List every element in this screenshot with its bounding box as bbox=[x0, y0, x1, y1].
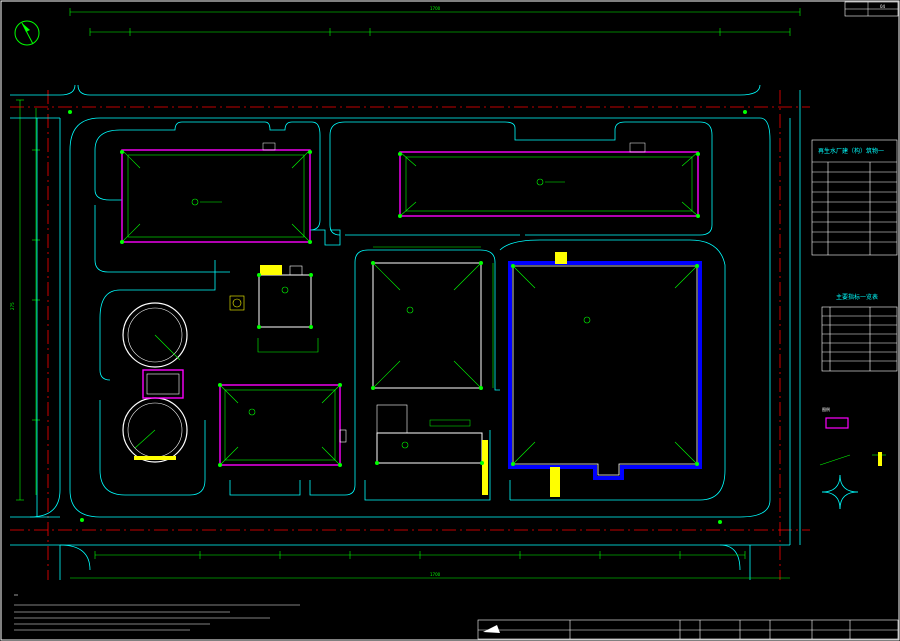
legend-box-icon bbox=[825, 417, 849, 429]
road-edges bbox=[10, 84, 801, 580]
annotation-markers bbox=[68, 110, 747, 524]
compass-icon bbox=[821, 474, 859, 510]
table-buildings bbox=[811, 139, 898, 256]
sheet-number: 04 bbox=[880, 4, 886, 9]
legend-title: 图例 bbox=[822, 406, 830, 412]
building-1 bbox=[121, 142, 311, 243]
inner-roads bbox=[94, 121, 726, 501]
bottom-dimension-lines bbox=[70, 551, 790, 579]
dimension-bottom-total: 1700 bbox=[430, 572, 441, 577]
table-indicators-title: 主要指标一览表 bbox=[836, 293, 878, 301]
building-lower-middle bbox=[219, 384, 347, 466]
top-dimension-lines bbox=[69, 8, 801, 36]
title-block-bottom bbox=[477, 619, 899, 640]
circular-tank-2 bbox=[122, 397, 188, 463]
building-large-right bbox=[508, 252, 702, 497]
title-block-top: 04 bbox=[844, 1, 899, 17]
building-central bbox=[372, 246, 494, 389]
building-2 bbox=[399, 142, 699, 217]
road-axis-lines bbox=[10, 90, 810, 580]
circular-tank-1 bbox=[122, 302, 188, 368]
north-arrow-icon bbox=[14, 20, 40, 46]
small-building-top bbox=[229, 265, 319, 353]
table-buildings-title: 再生水厂建（构）筑物一 bbox=[818, 147, 884, 155]
table-indicators bbox=[821, 306, 898, 372]
dimension-left-total: 275 bbox=[10, 302, 15, 310]
building-lower-central bbox=[376, 404, 488, 495]
legend: 图例 bbox=[819, 406, 886, 466]
left-dimension-lines bbox=[16, 99, 40, 501]
dimension-top-total: 1700 bbox=[430, 6, 441, 11]
notes-block bbox=[14, 594, 300, 631]
pump-house bbox=[142, 369, 184, 399]
